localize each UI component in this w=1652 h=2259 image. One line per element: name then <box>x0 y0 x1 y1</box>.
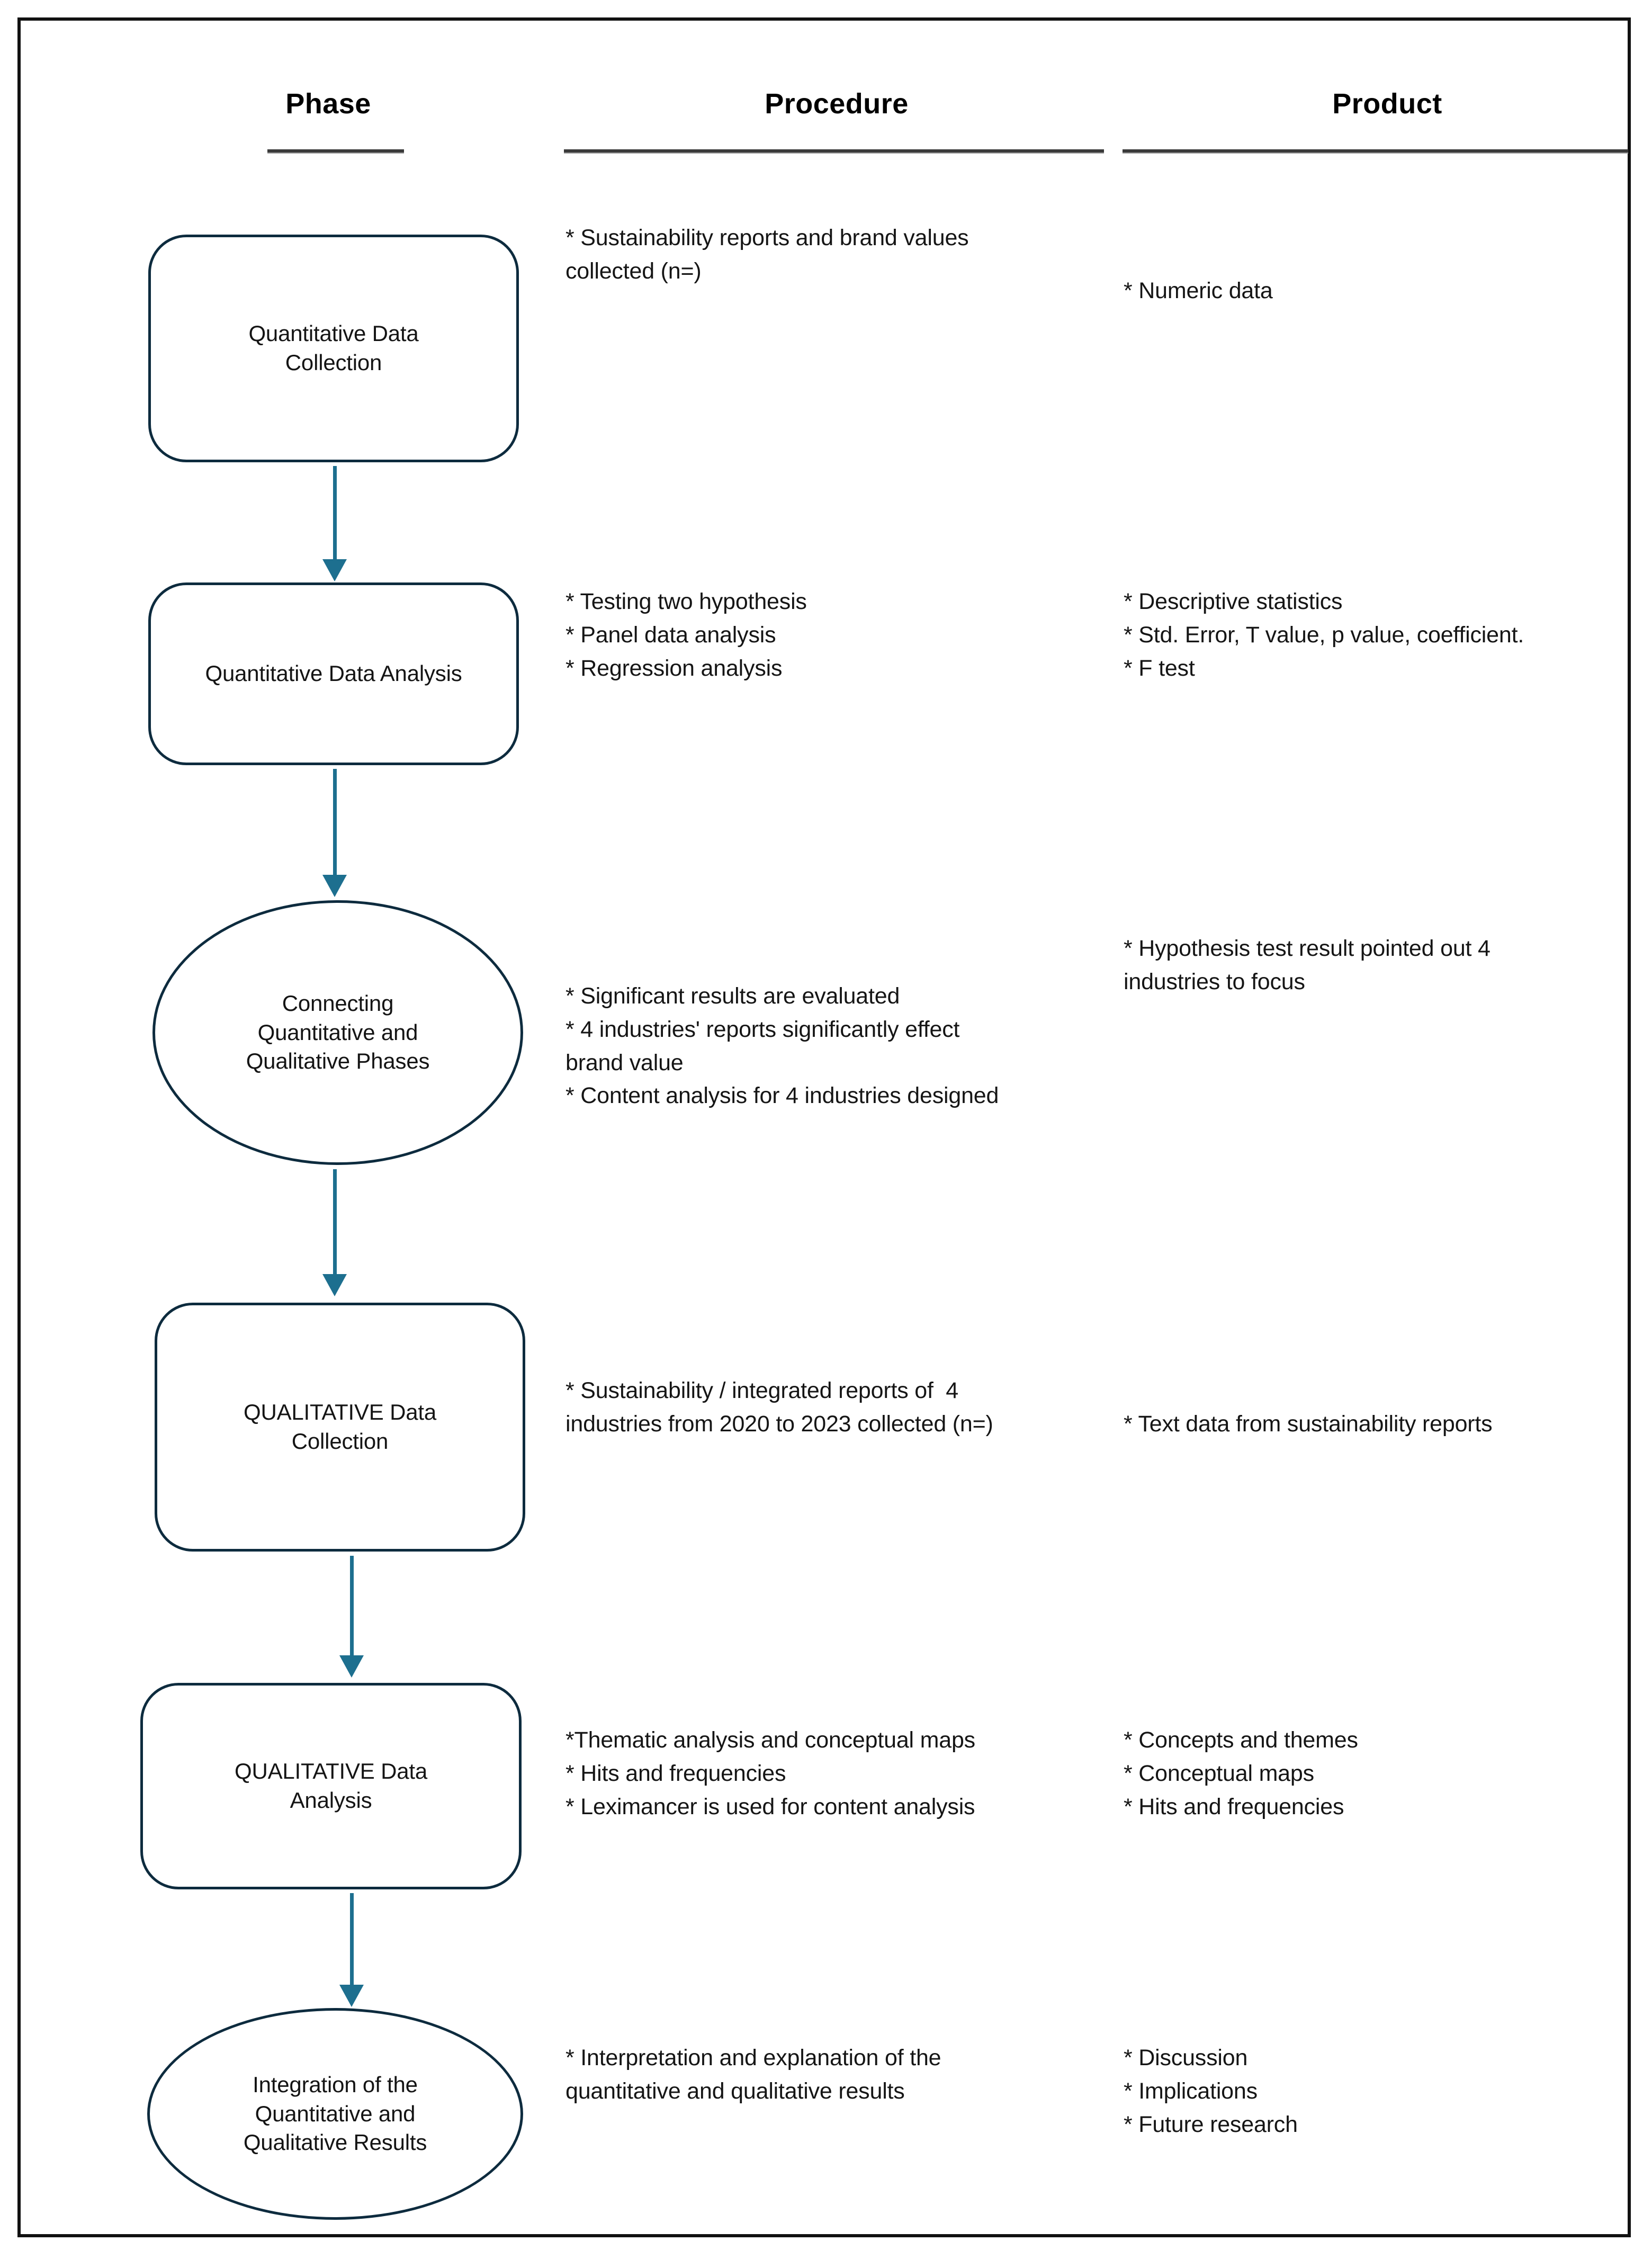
node-label: Connecting Quantitative and Qualitative … <box>246 991 430 1074</box>
arrow-head <box>339 1655 364 1678</box>
procedure-text-row-2: * Testing two hypothesis * Panel data an… <box>565 589 807 681</box>
node-connecting-phases[interactable]: Connecting Quantitative and Qualitative … <box>152 900 523 1165</box>
node-quantitative-data-collection[interactable]: Quantitative Data Collection <box>148 235 519 462</box>
node-label: Quantitative Data Collection <box>248 321 419 375</box>
arrow-1 <box>322 466 347 581</box>
column-header-phase: Phase <box>285 88 371 120</box>
arrow-head <box>339 1985 364 2007</box>
column-rule-product <box>1123 149 1628 154</box>
node-label: Integration of the Quantitative and Qual… <box>243 2072 427 2155</box>
node-qualitative-data-analysis[interactable]: QUALITATIVE Data Analysis <box>140 1683 522 1889</box>
arrow-head <box>322 559 347 581</box>
procedure-text-row-4: * Sustainability / integrated reports of… <box>565 1378 993 1437</box>
arrow-2 <box>322 769 347 897</box>
arrow-stem <box>333 466 337 559</box>
column-rule-phase <box>267 149 404 154</box>
product-text-row-3: * Hypothesis test result pointed out 4 i… <box>1124 936 1491 994</box>
product-text-row-5: * Concepts and themes * Conceptual maps … <box>1124 1727 1358 1819</box>
arrow-5 <box>339 1893 364 2007</box>
arrow-head <box>322 1274 347 1296</box>
node-integration-of-results[interactable]: Integration of the Quantitative and Qual… <box>147 2008 523 2220</box>
node-label: QUALITATIVE Data Collection <box>243 1400 436 1454</box>
procedure-text-row-3: * Significant results are evaluated * 4 … <box>565 983 999 1109</box>
column-header-procedure: Procedure <box>765 88 909 120</box>
arrow-stem <box>349 1893 354 1986</box>
node-qualitative-data-collection[interactable]: QUALITATIVE Data Collection <box>155 1303 525 1552</box>
product-text-row-6: * Discussion * Implications * Future res… <box>1124 2045 1298 2137</box>
procedure-text-row-6: * Interpretation and explanation of the … <box>565 2045 941 2104</box>
arrow-4 <box>339 1556 364 1678</box>
column-rule-procedure <box>564 149 1104 154</box>
arrow-head <box>322 875 347 897</box>
column-header-product: Product <box>1332 88 1442 120</box>
product-text-row-1: * Numeric data <box>1124 278 1273 303</box>
node-quantitative-data-analysis[interactable]: Quantitative Data Analysis <box>148 582 519 765</box>
arrow-stem <box>349 1556 354 1655</box>
product-text-row-2: * Descriptive statistics * Std. Error, T… <box>1124 589 1524 681</box>
arrow-stem <box>333 1169 337 1274</box>
procedure-text-row-5: *Thematic analysis and conceptual maps *… <box>565 1727 975 1819</box>
product-text-row-4: * Text data from sustainability reports <box>1124 1411 1493 1437</box>
node-label: QUALITATIVE Data Analysis <box>234 1759 427 1813</box>
arrow-stem <box>333 769 337 875</box>
procedure-text-row-1: * Sustainability reports and brand value… <box>565 225 969 284</box>
node-label: Quantitative Data Analysis <box>205 661 462 686</box>
arrow-3 <box>322 1169 347 1296</box>
